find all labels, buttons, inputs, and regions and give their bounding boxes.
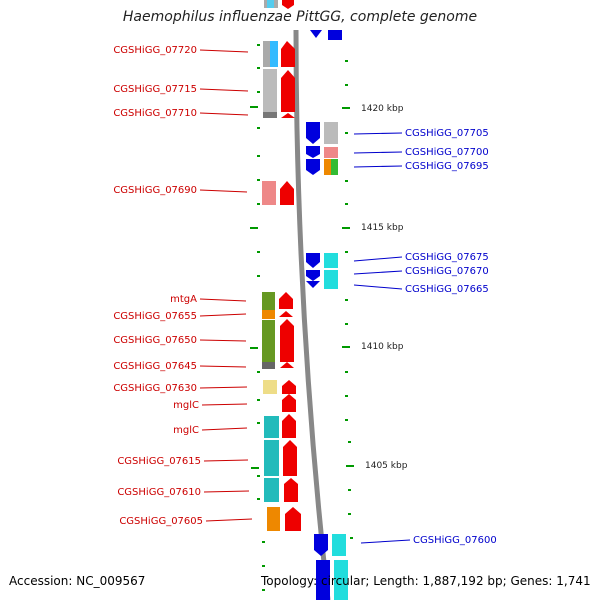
gene-label-07710[interactable]: CGSHiGG_07710 [113,108,197,119]
left-feature-blocks [262,41,280,531]
left-tick-dots [250,44,265,591]
right-gene-labels: CGSHiGG_07705 CGSHiGG_07700 CGSHiGG_0769… [405,128,497,546]
scale-label-1405: 1405 kbp [365,461,408,471]
gene-label-07695[interactable]: CGSHiGG_07695 [405,161,489,172]
left-leader-lines [199,49,253,522]
genome-backbone [293,29,331,600]
gene-label-07650[interactable]: CGSHiGG_07650 [113,335,197,346]
topology-summary: Topology: circular; Length: 1,887,192 bp… [261,574,591,588]
gene-label-mglC-1[interactable]: mglC [173,400,199,411]
scale-label-1410: 1410 kbp [361,342,404,352]
right-leader-lines [353,132,411,544]
gene-label-mtgA[interactable]: mtgA [170,294,197,305]
gene-label-07630[interactable]: CGSHiGG_07630 [113,383,197,394]
gene-label-07655[interactable]: CGSHiGG_07655 [113,311,197,322]
gene-label-mglC-2[interactable]: mglC [173,425,199,436]
map-title: Haemophilus influenzae PittGG, complete … [122,9,478,25]
gene-label-07665[interactable]: CGSHiGG_07665 [405,284,489,295]
gene-label-07615[interactable]: CGSHiGG_07615 [117,456,201,467]
gene-label-07605[interactable]: CGSHiGG_07605 [119,516,203,527]
scale-label-1420: 1420 kbp [361,104,404,114]
top-partial-features [264,0,342,40]
gene-label-07610[interactable]: CGSHiGG_07610 [117,487,201,498]
gene-label-07645[interactable]: CGSHiGG_07645 [113,361,197,372]
gene-label-07715[interactable]: CGSHiGG_07715 [113,84,197,95]
gene-label-07670[interactable]: CGSHiGG_07670 [405,266,489,277]
gene-label-07675[interactable]: CGSHiGG_07675 [405,252,489,263]
right-blue-arrows [306,122,348,600]
gene-label-07700[interactable]: CGSHiGG_07700 [405,147,489,158]
left-gene-labels: CGSHiGG_07720 CGSHiGG_07715 CGSHiGG_0771… [113,45,203,527]
gene-label-07705[interactable]: CGSHiGG_07705 [405,128,489,139]
gene-label-07690[interactable]: CGSHiGG_07690 [113,185,197,196]
scale-label-1415: 1415 kbp [361,223,404,233]
accession-text: Accession: NC_009567 [9,574,146,588]
gene-label-07720[interactable]: CGSHiGG_07720 [113,45,197,56]
right-tick-dots [342,60,354,539]
left-red-arrows [279,41,301,531]
gene-label-07600[interactable]: CGSHiGG_07600 [413,535,497,546]
